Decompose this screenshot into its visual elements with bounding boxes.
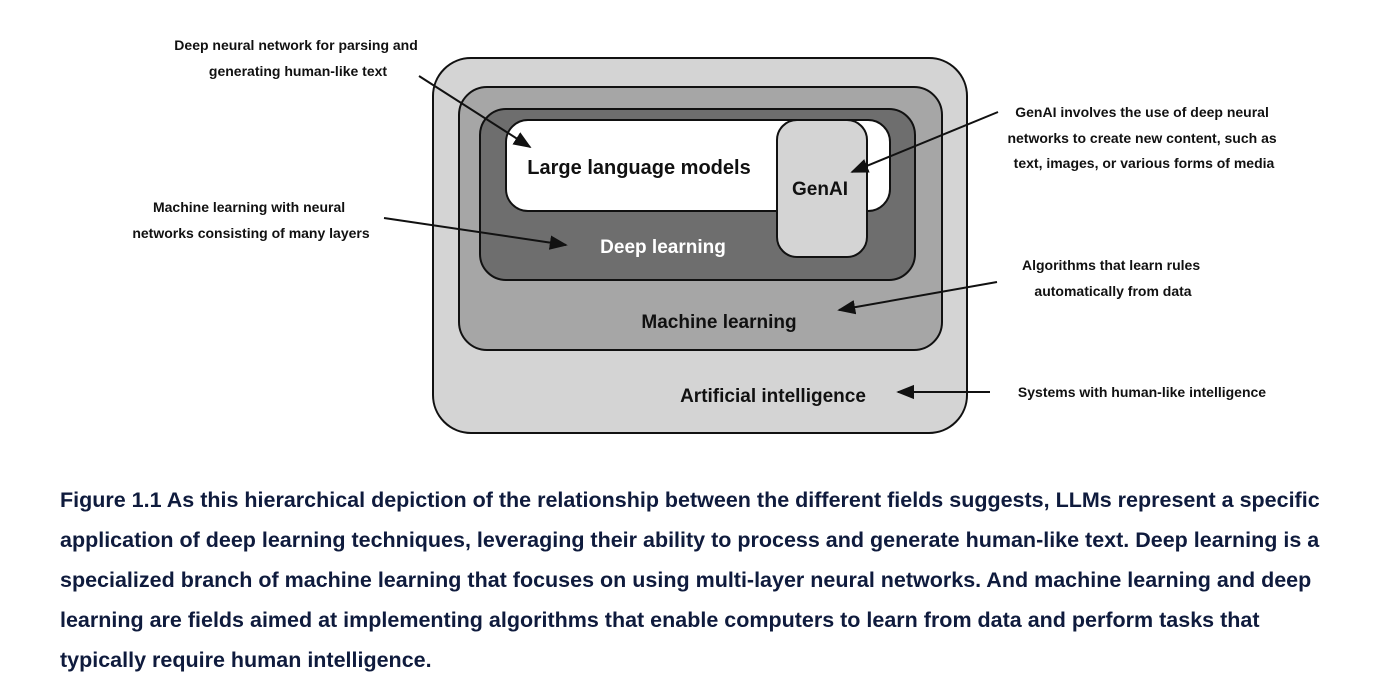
genai-label: GenAI [792, 179, 848, 200]
nested-fields-diagram: Large language models GenAI Deep learnin… [132, 37, 1280, 434]
genai-annotation: GenAI involves the use of deep neural ne… [1007, 104, 1280, 171]
dl-label: Deep learning [600, 237, 726, 258]
llm-arrow [418, 75, 532, 148]
ai-label: Artificial intelligence [680, 386, 866, 407]
genai-region [776, 119, 868, 258]
llm-annotation: Deep neural network for parsing and gene… [174, 37, 421, 79]
ml-arrow [837, 281, 998, 315]
ml-annotation: Algorithms that learn rules automaticall… [1022, 257, 1204, 299]
caption-text: As this hierarchical depiction of the re… [60, 488, 1320, 672]
llm-label: Large language models [527, 157, 750, 179]
ml-label: Machine learning [641, 312, 796, 333]
dl-annotation: Machine learning with neural networks co… [132, 199, 370, 241]
genai-arrow [850, 111, 999, 173]
figure-caption: Figure 1.1 As this hierarchical depictio… [60, 480, 1350, 680]
figure-number: Figure 1.1 [60, 488, 162, 512]
dl-arrow [383, 217, 568, 250]
ai-annotation: Systems with human-like intelligence [1018, 384, 1266, 400]
